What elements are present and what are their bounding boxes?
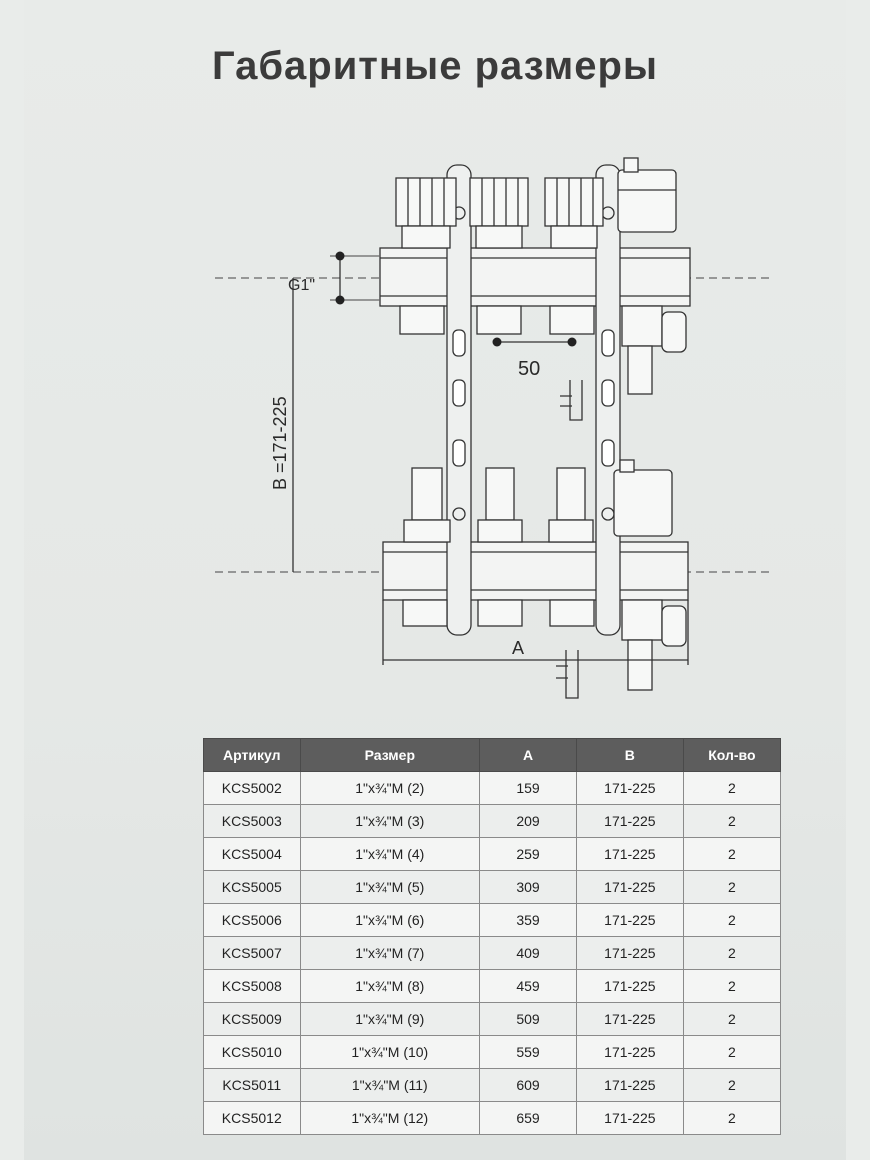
header-a: A	[479, 738, 577, 772]
cell-size: 1"x¾"M (4)	[299, 837, 481, 871]
cell-b: 171-225	[576, 804, 684, 838]
cell-b: 171-225	[576, 771, 684, 805]
cell-qty: 2	[682, 771, 782, 805]
cell-a: 259	[479, 837, 577, 871]
cell-qty: 2	[682, 1035, 782, 1069]
g-size-label: G1"	[288, 277, 315, 294]
cell-size: 1"x¾"M (6)	[299, 903, 481, 937]
header-b: B	[576, 738, 684, 772]
upper-outlets	[399, 305, 687, 421]
header-article: Артикул	[203, 738, 301, 772]
cell-b: 171-225	[576, 1068, 684, 1102]
a-label: A	[512, 638, 524, 658]
cell-article: KCS5009	[203, 1002, 301, 1036]
flowmeters	[403, 459, 673, 543]
cell-a: 459	[479, 969, 577, 1003]
cell-article: KCS5010	[203, 1035, 301, 1069]
cell-qty: 2	[682, 903, 782, 937]
cell-b: 171-225	[576, 1002, 684, 1036]
cell-qty: 2	[682, 837, 782, 871]
cell-a: 409	[479, 936, 577, 970]
cell-size: 1"x¾"M (10)	[299, 1035, 481, 1069]
cell-b: 171-225	[576, 870, 684, 904]
cell-qty: 2	[682, 1068, 782, 1102]
cell-size: 1"x¾"M (2)	[299, 771, 481, 805]
lower-manifold-bar	[382, 541, 689, 601]
cell-size: 1"x¾"M (5)	[299, 870, 481, 904]
cell-article: KCS5005	[203, 870, 301, 904]
cell-a: 159	[479, 771, 577, 805]
valve-heads-top	[395, 157, 677, 249]
cell-a: 609	[479, 1068, 577, 1102]
cell-article: KCS5007	[203, 936, 301, 970]
cell-b: 171-225	[576, 936, 684, 970]
cell-a: 309	[479, 870, 577, 904]
header-size: Размер	[299, 738, 481, 772]
cell-a: 359	[479, 903, 577, 937]
cell-size: 1"x¾"M (7)	[299, 936, 481, 970]
cell-size: 1"x¾"M (3)	[299, 804, 481, 838]
header-qty: Кол-во	[682, 738, 782, 772]
cell-b: 171-225	[576, 903, 684, 937]
cell-article: KCS5008	[203, 969, 301, 1003]
cell-qty: 2	[682, 804, 782, 838]
table-header-row: Артикул Размер A B Кол-во	[203, 738, 782, 772]
cell-qty: 2	[682, 870, 782, 904]
cell-size: 1"x¾"M (12)	[299, 1101, 481, 1135]
cell-a: 559	[479, 1035, 577, 1069]
cell-b: 171-225	[576, 837, 684, 871]
cell-size: 1"x¾"M (11)	[299, 1068, 481, 1102]
cell-article: KCS5006	[203, 903, 301, 937]
cell-b: 171-225	[576, 1035, 684, 1069]
cell-article: KCS5004	[203, 837, 301, 871]
cell-qty: 2	[682, 969, 782, 1003]
cell-article: KCS5002	[203, 771, 301, 805]
cell-article: KCS5012	[203, 1101, 301, 1135]
cell-a: 509	[479, 1002, 577, 1036]
cell-article: KCS5011	[203, 1068, 301, 1102]
page-title: Габаритные размеры	[211, 44, 659, 88]
cell-size: 1"x¾"M (8)	[299, 969, 481, 1003]
cell-size: 1"x¾"M (9)	[299, 1002, 481, 1036]
cell-qty: 2	[682, 936, 782, 970]
b-label: B =171-225	[270, 396, 290, 490]
lower-outlets	[402, 599, 687, 699]
cell-article: KCS5003	[203, 804, 301, 838]
manifold-drawing: G1" 50 A B =171-225	[215, 157, 770, 699]
cell-qty: 2	[682, 1002, 782, 1036]
cell-qty: 2	[682, 1101, 782, 1135]
cell-a: 209	[479, 804, 577, 838]
upper-manifold-bar	[379, 247, 691, 307]
cell-a: 659	[479, 1101, 577, 1135]
cell-b: 171-225	[576, 1101, 684, 1135]
cell-b: 171-225	[576, 969, 684, 1003]
spacing-label: 50	[518, 358, 540, 380]
